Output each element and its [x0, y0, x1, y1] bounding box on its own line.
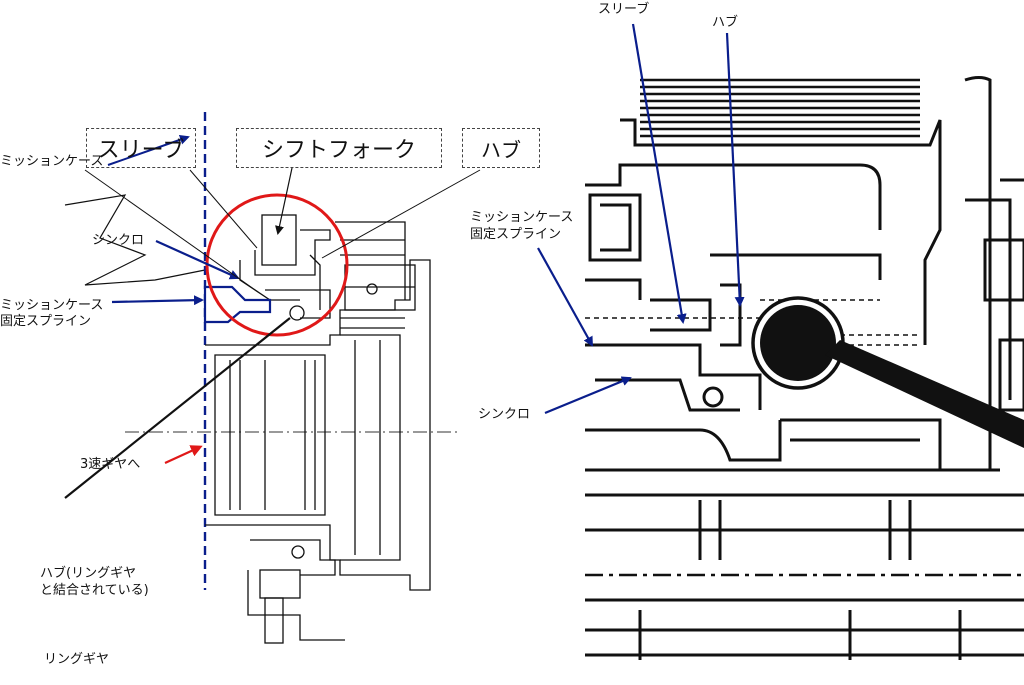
- shaft-core: [760, 305, 836, 381]
- leader-case-top: [84, 169, 259, 293]
- arrow-case-spline: [111, 295, 204, 306]
- arrow-right-spline: [537, 247, 593, 347]
- arrow-third-gear: [164, 445, 203, 465]
- label-case-spline-right-2: 固定スプライン: [470, 227, 562, 242]
- lower-assembly: [247, 539, 345, 644]
- arrow-right-synchro: [544, 376, 632, 415]
- sync-assembly: [239, 214, 331, 321]
- arrow-synchro: [155, 239, 240, 280]
- label-third-gear: 3速ギヤへ: [80, 457, 141, 472]
- cooling-fins: [640, 78, 920, 138]
- label-ring-gear: リングギヤ: [44, 652, 110, 667]
- sleeve-box: スリーブ: [86, 128, 196, 168]
- hub-box: ハブ: [462, 128, 540, 168]
- label-synchro-left: シンクロ: [92, 233, 145, 248]
- right-housing: [585, 76, 1024, 660]
- leader-shiftfork: [275, 167, 293, 235]
- label-case-top: ミッションケース: [0, 154, 104, 169]
- leader-hub-ring: [64, 317, 291, 499]
- synchro-ball: [702, 386, 724, 408]
- gear-body: [205, 221, 431, 591]
- lever-arm: [825, 340, 1024, 448]
- shift-fork-box: シフトフォーク: [236, 128, 442, 168]
- label-sleeve-right: スリーブ: [598, 2, 650, 17]
- case-zigzag: [64, 194, 206, 286]
- label-hub-ring-1: ハブ(リングギヤ: [40, 566, 137, 581]
- label-case-spline-right-1: ミッションケース: [470, 210, 574, 225]
- label-case-spline-left-1: ミッションケース: [0, 298, 104, 313]
- arrow-right-hub: [725, 32, 745, 307]
- label-synchro-right: シンクロ: [478, 407, 531, 422]
- case-spline-shape: [203, 285, 272, 324]
- label-hub-ring-2: と結合されている): [40, 583, 149, 598]
- label-hub-right: ハブ: [712, 15, 739, 30]
- arrow-right-sleeve: [631, 23, 687, 324]
- label-case-spline-left-2: 固定スプライン: [0, 314, 92, 329]
- leader-hub-box: [321, 169, 481, 259]
- arrow-sleeve: [107, 134, 190, 166]
- leader-sleeve-box: [189, 169, 258, 249]
